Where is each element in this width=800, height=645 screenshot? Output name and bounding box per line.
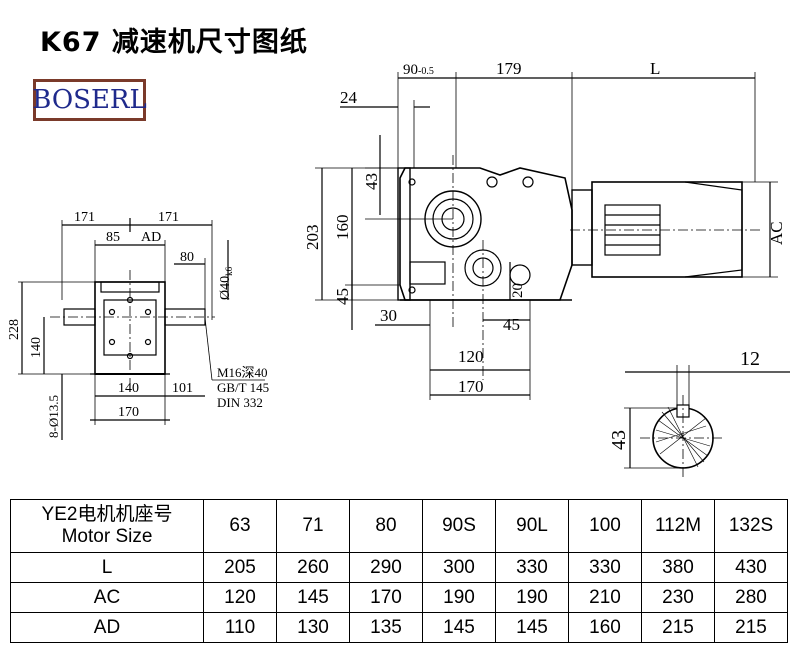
brand-logo-text: BOSERL bbox=[32, 85, 147, 115]
motor-size-header: YE2电机机座号 Motor Size bbox=[10, 499, 204, 553]
dim-43-front: 43 bbox=[362, 173, 381, 190]
table-cell: 215 bbox=[641, 612, 715, 643]
dim-171-left: 171 bbox=[74, 210, 95, 225]
note-thread: M16深40 bbox=[217, 365, 268, 380]
table-cell: 330 bbox=[568, 552, 642, 583]
dim-203: 203 bbox=[303, 225, 322, 251]
front-view bbox=[315, 72, 778, 400]
dim-171-right: 171 bbox=[158, 210, 179, 225]
header-label-cn: YE2电机机座号 bbox=[41, 504, 173, 525]
left-side-view bbox=[18, 218, 265, 440]
dim-hole: 8-Ø13.5 bbox=[46, 395, 61, 438]
table-cell: 190 bbox=[422, 582, 496, 613]
table-cell: 230 bbox=[641, 582, 715, 613]
table-cell: 280 bbox=[714, 582, 788, 613]
row-label: L bbox=[10, 552, 204, 583]
size-cell: 71 bbox=[276, 499, 350, 553]
table-cell: 330 bbox=[495, 552, 569, 583]
table-cell: 215 bbox=[714, 612, 788, 643]
note-standard-din: DIN 332 bbox=[217, 395, 263, 410]
dim-140-horizontal: 140 bbox=[118, 381, 139, 396]
table-cell: 260 bbox=[276, 552, 350, 583]
size-cell: 90L bbox=[495, 499, 569, 553]
dim-101: 101 bbox=[172, 381, 193, 396]
dim-179: 179 bbox=[496, 59, 522, 78]
dim-90: 90-0.5 bbox=[403, 62, 434, 78]
size-cell: 90S bbox=[422, 499, 496, 553]
row-label: AC bbox=[10, 582, 204, 613]
size-cell: 80 bbox=[349, 499, 423, 553]
dim-30: 30 bbox=[380, 306, 397, 325]
page-title: K67 减速机尺寸图纸 bbox=[40, 27, 308, 58]
dim-24: 24 bbox=[340, 88, 358, 107]
table-cell: 430 bbox=[714, 552, 788, 583]
header-label-en: Motor Size bbox=[61, 526, 153, 547]
dim-45-vertical: 45 bbox=[333, 288, 352, 305]
table-header-row: YE2电机机座号 Motor Size 63 71 80 90S 90L 100… bbox=[10, 499, 788, 553]
dim-20: 20 bbox=[510, 283, 526, 298]
table-cell: 120 bbox=[203, 582, 277, 613]
table-row: AD 110 130 135 145 145 160 215 215 bbox=[10, 612, 788, 643]
table-cell: 145 bbox=[276, 582, 350, 613]
table-cell: 110 bbox=[203, 612, 277, 643]
dim-45-horizontal: 45 bbox=[503, 315, 520, 334]
table-cell: 135 bbox=[349, 612, 423, 643]
table-cell: 190 bbox=[495, 582, 569, 613]
dim-228: 228 bbox=[7, 319, 22, 340]
dim-170-front: 170 bbox=[458, 377, 484, 396]
table-cell: 300 bbox=[422, 552, 496, 583]
size-cell: 63 bbox=[203, 499, 277, 553]
table-cell: 290 bbox=[349, 552, 423, 583]
dim-ac: AC bbox=[767, 221, 786, 245]
row-label: AD bbox=[10, 612, 204, 643]
dim-140-vertical: 140 bbox=[29, 337, 44, 358]
dim-ad: AD bbox=[141, 230, 161, 245]
size-cell: 112M bbox=[641, 499, 715, 553]
table-cell: 130 bbox=[276, 612, 350, 643]
brand-logo: BOSERL bbox=[32, 79, 147, 121]
dim-85: 85 bbox=[106, 230, 120, 245]
table-cell: 205 bbox=[203, 552, 277, 583]
shaft-section-view bbox=[624, 365, 790, 480]
dim-170-left: 170 bbox=[118, 405, 139, 420]
size-cell: 100 bbox=[568, 499, 642, 553]
dim-d40: Ø40k6 bbox=[218, 266, 234, 300]
dim-80: 80 bbox=[180, 250, 194, 265]
table-cell: 170 bbox=[349, 582, 423, 613]
table-row: AC 120 145 170 190 190 210 230 280 bbox=[10, 582, 788, 613]
note-standard-gb: GB/T 145 bbox=[217, 380, 269, 395]
table-cell: 145 bbox=[495, 612, 569, 643]
size-cell: 132S bbox=[714, 499, 788, 553]
table-cell: 380 bbox=[641, 552, 715, 583]
technical-drawing: 171 171 85 AD 80 Ø40k6 228 140 140 101 1… bbox=[7, 59, 790, 480]
motor-size-table: YE2电机机座号 Motor Size 63 71 80 90S 90L 100… bbox=[10, 499, 788, 643]
dim-43-section: 43 bbox=[608, 430, 630, 450]
table-cell: 145 bbox=[422, 612, 496, 643]
table-row: L 205 260 290 300 330 330 380 430 bbox=[10, 552, 788, 583]
dim-160: 160 bbox=[333, 215, 352, 241]
dim-l: L bbox=[650, 59, 660, 78]
dim-120: 120 bbox=[458, 347, 484, 366]
table-cell: 160 bbox=[568, 612, 642, 643]
table-cell: 210 bbox=[568, 582, 642, 613]
dim-12: 12 bbox=[740, 348, 760, 370]
